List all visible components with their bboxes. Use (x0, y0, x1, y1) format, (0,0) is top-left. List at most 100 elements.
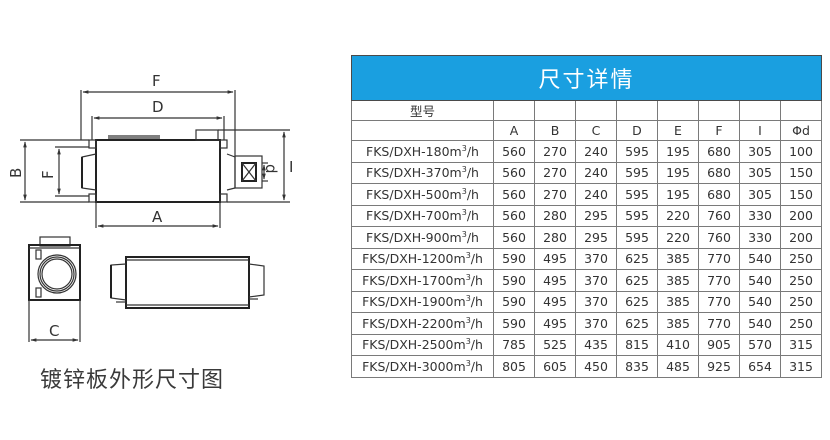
empty-cell (780, 100, 822, 121)
col-header-F: F (698, 120, 740, 141)
value-cell-a: 560 (493, 161, 535, 184)
value-cell-c: 240 (575, 161, 617, 184)
empty-cell (657, 100, 699, 121)
value-cell-phi-d: 200 (780, 226, 822, 249)
value-cell-d: 595 (616, 204, 658, 227)
value-cell-b: 280 (534, 226, 576, 249)
value-cell-i: 540 (739, 269, 781, 292)
value-cell-i: 330 (739, 226, 781, 249)
model-cell: FKS/DXH-1700m3/h (351, 269, 494, 292)
model-cell: FKS/DXH-370m3/h (351, 161, 494, 184)
label-F-side: F (39, 170, 57, 179)
value-cell-d: 835 (616, 355, 658, 378)
value-cell-e: 220 (657, 204, 699, 227)
value-cell-e: 220 (657, 226, 699, 249)
value-cell-c: 370 (575, 290, 617, 313)
value-cell-b: 495 (534, 312, 576, 335)
model-cell: FKS/DXH-180m3/h (351, 140, 494, 163)
value-cell-f: 760 (698, 226, 740, 249)
value-cell-e: 385 (657, 247, 699, 270)
label-F-top: F (152, 72, 161, 90)
value-cell-f: 770 (698, 269, 740, 292)
value-cell-f: 680 (698, 183, 740, 206)
value-cell-a: 805 (493, 355, 535, 378)
value-cell-c: 450 (575, 355, 617, 378)
empty-cell (351, 120, 494, 141)
label-B: B (7, 168, 25, 178)
col-header-B: B (534, 120, 576, 141)
model-cell: FKS/DXH-2500m3/h (351, 333, 494, 356)
value-cell-c: 240 (575, 183, 617, 206)
value-cell-i: 540 (739, 247, 781, 270)
label-d: d (262, 164, 280, 174)
value-cell-b: 525 (534, 333, 576, 356)
value-cell-f: 770 (698, 247, 740, 270)
value-cell-f: 925 (698, 355, 740, 378)
model-cell: FKS/DXH-3000m3/h (351, 355, 494, 378)
table-title: 尺寸详情 (351, 55, 822, 101)
col-header-phi-d: Φd (780, 120, 822, 141)
value-cell-a: 785 (493, 333, 535, 356)
header-row-columns: A B C D E F I Φd (351, 120, 822, 141)
empty-cell (739, 100, 781, 121)
value-cell-b: 495 (534, 290, 576, 313)
value-cell-c: 370 (575, 269, 617, 292)
value-cell-e: 195 (657, 140, 699, 163)
value-cell-a: 590 (493, 290, 535, 313)
value-cell-c: 435 (575, 333, 617, 356)
value-cell-e: 195 (657, 161, 699, 184)
value-cell-phi-d: 150 (780, 183, 822, 206)
empty-cell (698, 100, 740, 121)
value-cell-i: 305 (739, 140, 781, 163)
value-cell-d: 815 (616, 333, 658, 356)
value-cell-d: 595 (616, 183, 658, 206)
value-cell-c: 370 (575, 247, 617, 270)
value-cell-i: 570 (739, 333, 781, 356)
top-view: F D B F A I d (7, 72, 293, 228)
value-cell-d: 595 (616, 140, 658, 163)
value-cell-c: 240 (575, 140, 617, 163)
value-cell-a: 590 (493, 312, 535, 335)
value-cell-e: 485 (657, 355, 699, 378)
value-cell-d: 625 (616, 312, 658, 335)
model-cell: FKS/DXH-900m3/h (351, 226, 494, 249)
label-I: I (289, 158, 293, 176)
label-A: A (152, 208, 163, 226)
value-cell-phi-d: 250 (780, 312, 822, 335)
value-cell-b: 270 (534, 161, 576, 184)
value-cell-phi-d: 250 (780, 269, 822, 292)
value-cell-a: 560 (493, 183, 535, 206)
value-cell-c: 295 (575, 204, 617, 227)
value-cell-d: 625 (616, 269, 658, 292)
value-cell-phi-d: 100 (780, 140, 822, 163)
value-cell-f: 680 (698, 161, 740, 184)
col-header-C: C (575, 120, 617, 141)
value-cell-i: 540 (739, 290, 781, 313)
value-cell-d: 625 (616, 247, 658, 270)
value-cell-a: 590 (493, 247, 535, 270)
value-cell-phi-d: 250 (780, 290, 822, 313)
value-cell-f: 770 (698, 312, 740, 335)
empty-cell (575, 100, 617, 121)
empty-cell (616, 100, 658, 121)
col-header-I: I (739, 120, 781, 141)
value-cell-a: 560 (493, 226, 535, 249)
value-cell-e: 385 (657, 269, 699, 292)
value-cell-d: 595 (616, 226, 658, 249)
value-cell-c: 295 (575, 226, 617, 249)
value-cell-e: 195 (657, 183, 699, 206)
value-cell-phi-d: 250 (780, 247, 822, 270)
value-cell-phi-d: 315 (780, 355, 822, 378)
dimension-table: 尺寸详情 型号 A B C D E F I Φd FKS/DXH-180m3/h… (351, 55, 822, 378)
value-cell-i: 305 (739, 161, 781, 184)
value-cell-b: 270 (534, 183, 576, 206)
